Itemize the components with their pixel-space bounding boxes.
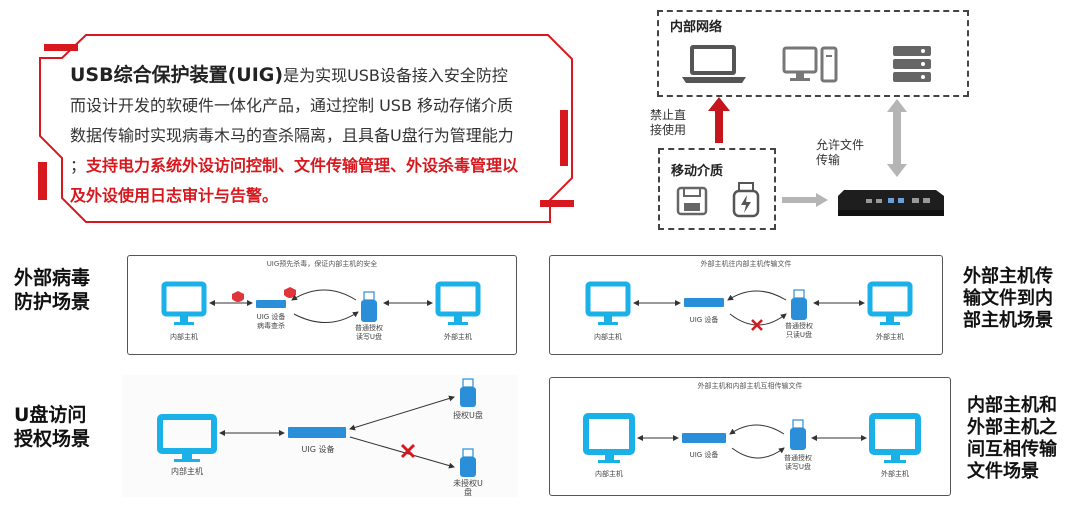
usb-label: 普通授权读写U盘 bbox=[784, 454, 812, 471]
authorized-usb-label: 授权U盘 bbox=[453, 411, 483, 420]
intro-highlight-2: 及外设使用日志审计与告警。 bbox=[70, 186, 279, 205]
uig-device-label: UIG 设备 bbox=[689, 316, 719, 324]
allow-file-transfer-arrow bbox=[887, 99, 907, 177]
internal-host-label: 内部主机 bbox=[595, 470, 623, 478]
scene-usb-authorization-diagram bbox=[157, 378, 476, 477]
external-host-label: 外部主机 bbox=[444, 333, 472, 341]
scene-external-to-internal-title: 外部主机传输文件到内部主机场景 bbox=[963, 266, 1053, 331]
intro-line3: 数据传输时实现病毒木马的查杀隔离，且具备U盘行为管理能力 bbox=[70, 126, 514, 145]
forbid-direct-use-arrow bbox=[708, 97, 730, 143]
usb-label: 普通授权只读U盘 bbox=[785, 322, 813, 339]
intro-title: USB综合保护装置(UIG) bbox=[70, 64, 284, 86]
media-to-device-arrow bbox=[782, 193, 828, 207]
uig-hardware-device bbox=[838, 190, 944, 216]
floppy-disk-icon bbox=[676, 186, 708, 216]
scene-caption: 外部主机和内部主机互相传输文件 bbox=[697, 382, 803, 390]
intro-card-frame bbox=[38, 34, 574, 223]
scene-mutual-transfer-diagram bbox=[583, 413, 921, 463]
scene-caption: 外部主机往内部主机传输文件 bbox=[700, 260, 792, 268]
uig-device-label: UIG 设备 bbox=[689, 451, 719, 459]
intro-highlight-1: 支持电力系统外设访问控制、文件传输管理、外设杀毒管理以 bbox=[86, 156, 519, 175]
scene-mutual-transfer-panel: 外部主机和内部主机互相传输文件 内部主机 UIG 设备 普通授权读写U盘 外部主… bbox=[549, 377, 951, 496]
server-icon bbox=[893, 46, 931, 82]
external-host-label: 外部主机 bbox=[876, 333, 904, 341]
scene-virus-protection-title: 外部病毒防护场景 bbox=[14, 267, 91, 313]
scene-virus-protection-diagram bbox=[161, 281, 481, 325]
internal-network-label: 内部网络 bbox=[670, 20, 723, 35]
external-host-label: 外部主机 bbox=[881, 470, 909, 478]
uig-device-label: UIG 设备 bbox=[301, 445, 335, 454]
removable-media-label: 移动介质 bbox=[671, 164, 724, 179]
desktop-computer-icon bbox=[782, 46, 838, 83]
scene-usb-authorization-title: U盘访问授权场景 bbox=[14, 404, 91, 450]
scene-virus-protection-panel: UIG预先杀毒，保证内部主机的安全 内部主机 UIG 设备病毒查杀 普通授权读写… bbox=[127, 255, 517, 355]
usb-flash-drive-icon bbox=[732, 182, 760, 218]
internal-host-label: 内部主机 bbox=[170, 333, 198, 341]
uig-device-label: UIG 设备病毒查杀 bbox=[256, 313, 286, 330]
internal-host-label: 内部主机 bbox=[171, 467, 203, 476]
laptop-icon bbox=[682, 45, 746, 83]
scene-external-to-internal-panel: 外部主机往内部主机传输文件 内部主机 UIG 设备 普通授权只读U盘 外部主机 bbox=[549, 255, 943, 355]
allow-file-transfer-label: 允许文件传输 bbox=[816, 138, 865, 167]
forbid-direct-use-label: 禁止直接使用 bbox=[650, 108, 687, 137]
scene-caption: UIG预先杀毒，保证内部主机的安全 bbox=[266, 260, 378, 268]
scene-mutual-transfer-title: 内部主机和外部主机之间互相传输文件场景 bbox=[967, 395, 1057, 482]
usb-label: 普通授权读写U盘 bbox=[355, 324, 383, 341]
intro-line1: 是为实现USB设备接入安全防控 bbox=[283, 66, 508, 85]
internal-host-label: 内部主机 bbox=[594, 333, 622, 341]
scene-external-to-internal-diagram bbox=[585, 281, 913, 331]
intro-line2: 而设计开发的软硬件一体化产品，通过控制 USB 移动存储介质 bbox=[70, 96, 514, 115]
intro-description: USB综合保护装置(UIG)是为实现USB设备接入安全防控 而设计开发的软硬件一… bbox=[70, 60, 570, 211]
intro-line4-prefix: ； bbox=[70, 156, 87, 175]
